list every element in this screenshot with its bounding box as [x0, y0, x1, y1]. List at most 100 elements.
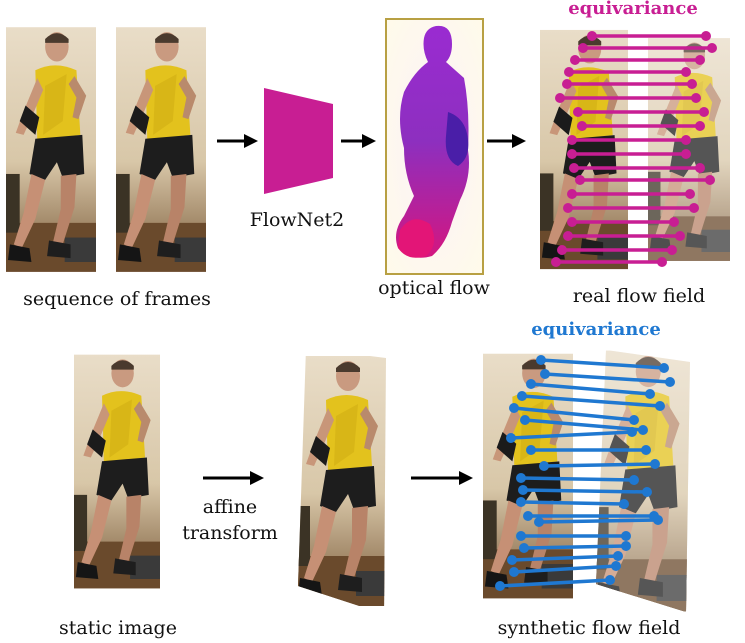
- correspondence-point: [687, 79, 697, 89]
- correspondence-point: [536, 355, 546, 365]
- correspondence-point: [655, 401, 665, 411]
- correspondence-point: [567, 135, 577, 145]
- correspondence-point: [519, 543, 529, 553]
- correspondence-line: [520, 476, 635, 482]
- correspondence-point: [641, 445, 651, 455]
- correspondence-line: [530, 382, 651, 396]
- correspondence-point: [509, 567, 519, 577]
- correspondence-point: [569, 163, 579, 173]
- correspondence-point: [659, 363, 669, 373]
- correspondence-point: [675, 231, 685, 241]
- correspondence-point: [587, 31, 597, 41]
- correspondence-point: [509, 403, 519, 413]
- correspondence-point: [516, 473, 526, 483]
- equivariance-label-bottom: equivariance: [531, 319, 661, 340]
- correspondence-point: [507, 555, 517, 565]
- affine-transformed-image: [298, 356, 386, 606]
- correspondence-point: [539, 461, 549, 471]
- optical-flow-image: [385, 18, 484, 275]
- affine-label-line2: transform: [182, 522, 278, 544]
- right-arrow-icon: [487, 134, 526, 148]
- static-image: [74, 354, 160, 589]
- correspondence-point: [520, 415, 530, 425]
- correspondence-line: [510, 430, 633, 440]
- correspondence-point: [563, 231, 573, 241]
- correspondence-point: [629, 415, 639, 425]
- correspondence-point: [653, 515, 663, 525]
- correspondence-point: [557, 245, 567, 255]
- right-arrow-icon: [411, 471, 473, 485]
- correspondence-point: [540, 369, 550, 379]
- correspondence-line: [544, 372, 671, 384]
- correspondence-point: [563, 203, 573, 213]
- correspondence-line: [543, 462, 656, 468]
- flownet2-label: FlowNet2: [250, 209, 345, 231]
- correspondence-point: [605, 575, 615, 585]
- synthetic-flow-correspondences: [495, 355, 675, 591]
- right-arrow-icon: [341, 134, 376, 148]
- correspondence-point: [516, 497, 526, 507]
- correspondence-point: [669, 217, 679, 227]
- correspondence-point: [645, 389, 655, 399]
- correspondence-point: [627, 427, 637, 437]
- correspondence-line: [520, 500, 625, 506]
- correspondence-point: [567, 189, 577, 199]
- correspondence-point: [681, 149, 691, 159]
- correspondence-point: [526, 379, 536, 389]
- correspondence-point: [707, 43, 717, 53]
- correspondence-line: [522, 488, 648, 494]
- correspondence-point: [551, 257, 561, 267]
- frame-2: [116, 27, 206, 272]
- frame-1: [6, 27, 96, 272]
- correspondence-point: [695, 163, 705, 173]
- correspondence-point: [638, 425, 648, 435]
- real-flow-frame-1: [540, 29, 628, 270]
- correspondence-point: [621, 531, 631, 541]
- correspondence-point: [573, 107, 583, 117]
- correspondence-line: [540, 358, 665, 370]
- correspondence-point: [619, 499, 629, 509]
- correspondence-line: [538, 518, 659, 524]
- affine-label-line1: affine: [203, 496, 257, 518]
- synthetic-flow-field-caption: synthetic flow field: [498, 617, 681, 639]
- correspondence-point: [564, 67, 574, 77]
- correspondence-point: [695, 55, 705, 65]
- correspondence-point: [517, 391, 527, 401]
- correspondence-point: [642, 487, 652, 497]
- sequence-of-frames-caption: sequence of frames: [23, 288, 211, 310]
- correspondence-point: [567, 217, 577, 227]
- right-arrow-icon: [217, 134, 258, 148]
- synthetic-flow-frame-1: [483, 353, 573, 599]
- correspondence-line: [499, 578, 611, 588]
- correspondence-point: [516, 531, 526, 541]
- correspondence-point: [705, 175, 715, 185]
- correspondence-point: [562, 79, 572, 89]
- correspondence-point: [506, 433, 516, 443]
- correspondence-point: [667, 245, 677, 255]
- correspondence-line: [513, 564, 617, 574]
- correspondence-point: [681, 67, 691, 77]
- correspondence-point: [570, 55, 580, 65]
- correspondence-point: [695, 121, 705, 131]
- correspondence-point: [699, 107, 709, 117]
- equivariance-label-top: equivariance: [568, 0, 698, 19]
- correspondence-line: [524, 418, 644, 432]
- optical-flow-caption: optical flow: [378, 277, 491, 299]
- correspondence-point: [534, 517, 544, 527]
- correspondence-point: [518, 485, 528, 495]
- correspondence-point: [657, 257, 667, 267]
- static-image-caption: static image: [59, 617, 177, 639]
- correspondence-line: [523, 544, 627, 550]
- correspondence-point: [526, 445, 536, 455]
- correspondence-point: [613, 551, 623, 561]
- correspondence-point: [578, 43, 588, 53]
- correspondence-line: [511, 554, 619, 562]
- correspondence-point: [575, 175, 585, 185]
- correspondence-point: [523, 511, 533, 521]
- correspondence-point: [665, 377, 675, 387]
- correspondence-point: [701, 31, 711, 41]
- correspondence-line: [513, 406, 635, 422]
- correspondence-point: [555, 93, 565, 103]
- correspondence-point: [650, 459, 660, 469]
